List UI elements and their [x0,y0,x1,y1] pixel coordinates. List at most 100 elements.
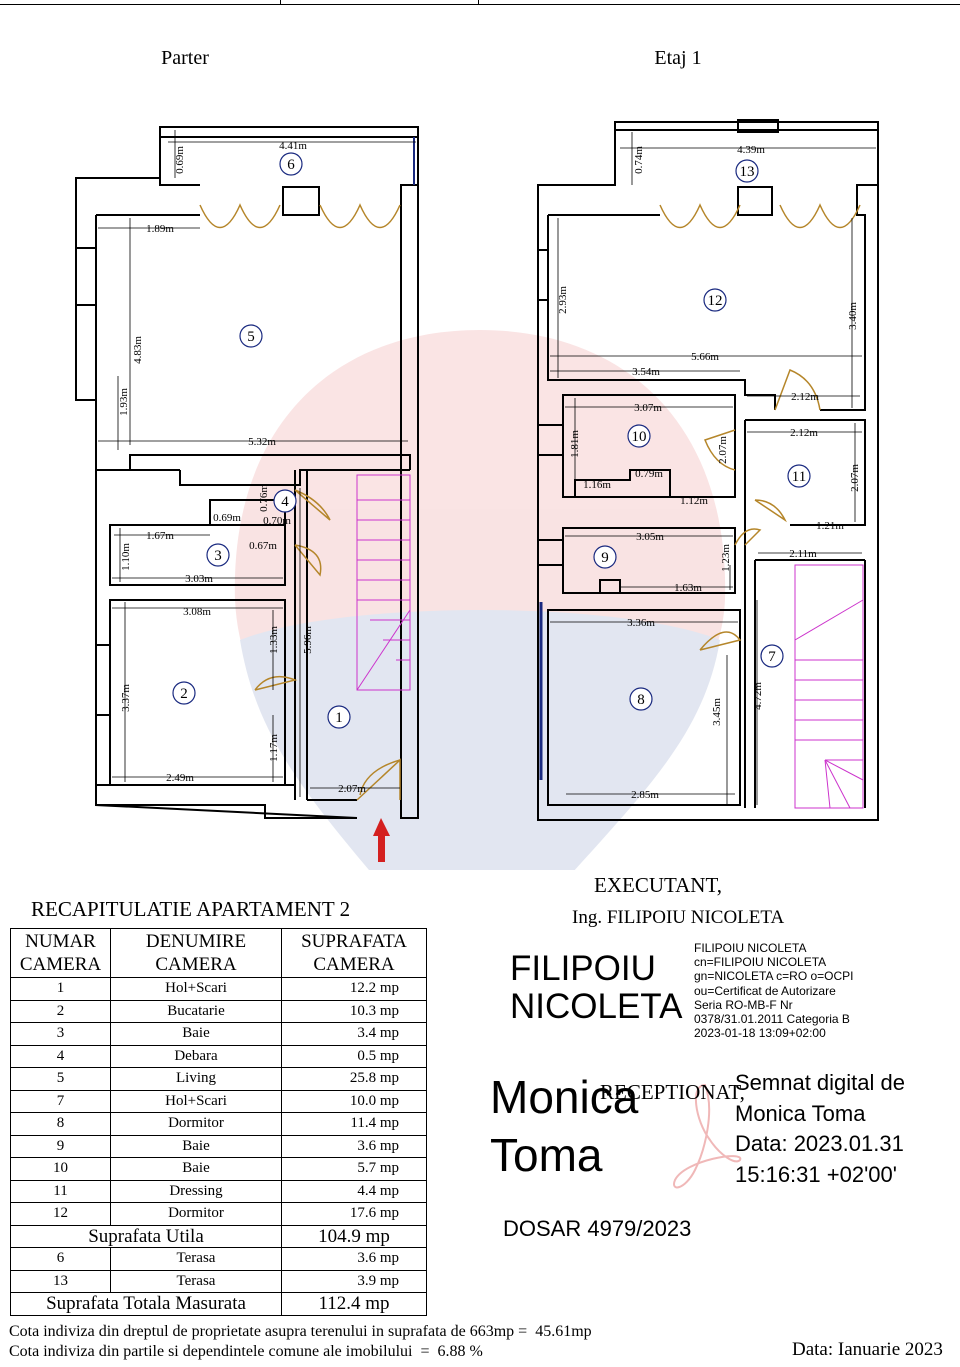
room-number: 6 [287,157,295,173]
etaj-title: Etaj 1 [654,47,701,69]
dim-label: 0.79m [635,468,663,480]
executant-signature: FILIPOIU NICOLETA [510,950,682,1026]
entrance-arrow-icon [373,818,390,862]
dim-label: 5.32m [248,436,276,448]
dim-label: 1.63m [674,582,702,594]
total-value: 112.4 mp [281,1292,427,1316]
signature-line: NICOLETA [510,987,683,1026]
room-number-cell: 13 [10,1269,111,1293]
room-area-cell: 17.6 mp [281,1202,427,1226]
executant-name: Ing. FILIPOIU NICOLETA [572,907,785,928]
room-number-cell: 8 [10,1112,111,1136]
room-name-cell: Terasa [110,1269,282,1293]
room-name-cell: Dressing [110,1179,282,1203]
room-name-cell: Hol+Scari [110,977,282,1001]
room-number: 10 [632,429,647,445]
receptionat-signature: Monica Toma [490,1068,638,1184]
executant-title: EXECUTANT, [594,873,722,897]
dim-label: 3.08m [183,606,211,618]
dim-label: 2.07m [849,464,861,492]
dim-label: 1.67m [146,530,174,542]
room-number-cell: 7 [10,1089,111,1113]
dim-label: 0.69m [174,146,186,174]
signed-line: Data: 2023.01.31 [735,1131,904,1156]
dim-label: 1.12m [680,495,708,507]
parter-title: Parter [161,47,209,69]
room-name-cell: Baie [110,1134,282,1158]
cert-line: FILIPOIU NICOLETA [694,941,807,955]
etaj-dim-lines [550,132,876,805]
header-table-edge [0,0,960,5]
signature-line: Monica [490,1071,639,1123]
dim-label: 1.10m [120,543,132,571]
dim-label: 0.74m [633,146,645,174]
recap-table: NUMAR CAMERA DENUMIRE CAMERA SUPRAFATA C… [10,928,427,1316]
total-row: Suprafata Totala Masurata 112.4 mp [10,1292,427,1316]
signature-line: Toma [490,1129,603,1181]
dim-label: 2.49m [166,772,194,784]
etaj-doors [659,203,861,651]
room-area-cell: 12.2 mp [281,977,427,1001]
room-area-cell: 3.6 mp [281,1134,427,1158]
dim-label: 2.12m [790,427,818,439]
total-label: Suprafata Totala Masurata [10,1292,282,1316]
dim-label: 2.07m [338,783,366,795]
dim-label: 2.07m [717,436,729,464]
signed-line: Monica Toma [735,1100,866,1126]
room-name-cell: Baie [110,1022,282,1046]
dim-label: 0.76m [258,484,270,512]
header-denumire: DENUMIRE CAMERA [110,928,282,978]
adobe-sign-mark-icon [673,1083,742,1189]
room-name-cell: Dormitor [110,1112,282,1136]
dim-label: 1.93m [118,388,130,416]
dim-label: 4.41m [279,140,307,152]
parter-dim-lines [98,130,416,797]
room-number: 7 [768,649,776,665]
room-number: 4 [281,494,289,510]
signed-line: Semnat digital de [735,1070,905,1095]
recap-title: RECAPITULATIE APARTAMENT 2 [31,897,351,921]
cert-line: 0378/31.01.2011 Categoria B [694,1012,850,1027]
cert-line: gn=NICOLETA c=RO o=OCPI [694,969,854,984]
utila-value: 104.9 mp [281,1224,427,1248]
room-area-cell: 10.0 mp [281,1089,427,1113]
dim-label: 3.37m [120,684,132,712]
dim-label: 4.39m [737,144,765,156]
room-area-cell: 3.6 mp [281,1247,427,1271]
room-number-cell: 12 [10,1202,111,1226]
floor-plans: Parter Etaj 1 [75,47,879,870]
room-number: 1 [335,710,343,726]
dim-label: 1.33m [268,626,280,654]
room-number-cell: 3 [10,1022,111,1046]
room-number: 11 [792,469,806,485]
dim-label: 1.17m [268,734,280,762]
room-number: 9 [601,550,609,566]
room-number: 8 [637,692,645,708]
parter-stairs [356,474,411,691]
parter-doors [199,203,401,801]
room-number-cell: 6 [10,1247,111,1271]
room-name-cell: Baie [110,1157,282,1181]
dim-label: 3.07m [634,402,662,414]
room-area-cell: 3.9 mp [281,1269,427,1293]
cert-line: Seria RO-MB-F Nr [694,997,793,1012]
parter-room-markers [172,152,351,729]
room-name-cell: Debara [110,1044,282,1068]
dim-label: 0.67m [249,540,277,552]
dim-label: 4.83m [132,336,144,364]
parter-walls [75,126,419,819]
room-number: 5 [247,329,255,345]
room-number-cell: 10 [10,1157,111,1181]
room-number-cell: 2 [10,999,111,1023]
dim-label: 3.36m [627,617,655,629]
room-name-cell: Bucatarie [110,999,282,1023]
